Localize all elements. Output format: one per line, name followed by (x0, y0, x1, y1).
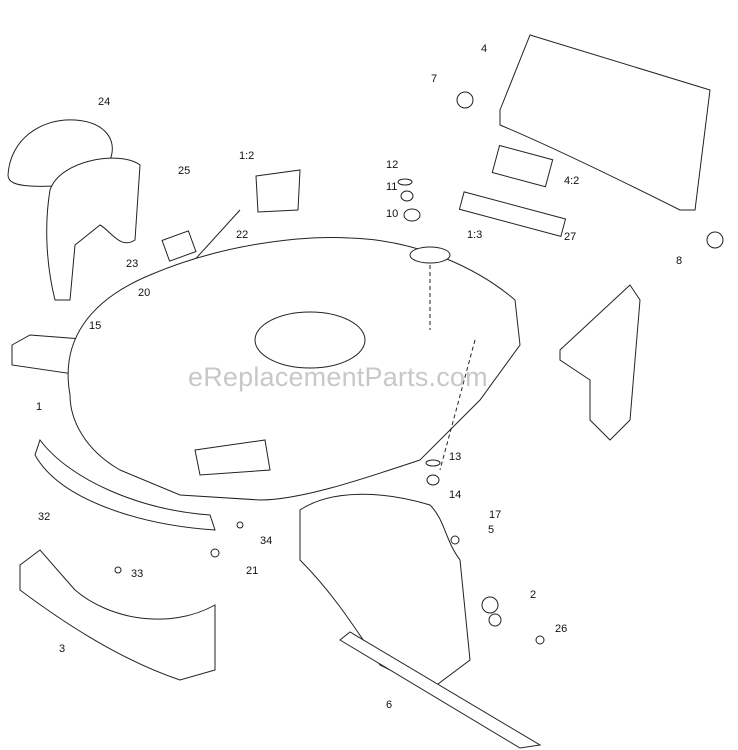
callout-label: 27 (564, 231, 577, 243)
callout-label: 8 (676, 255, 683, 267)
part-4-2-decal (491, 144, 554, 188)
callout-label: 3 (59, 643, 66, 655)
deck-chute-opening (194, 439, 271, 476)
callout-label: 34 (260, 535, 273, 547)
part-1-3-adapter (409, 246, 451, 264)
part-32-bumper (34, 438, 216, 531)
callout-label: 22 (236, 229, 249, 241)
watermark: eReplacementParts.com (188, 362, 488, 392)
part-2-bushing (481, 596, 499, 614)
part-10-spring (403, 208, 421, 222)
callout-label: 1:3 (467, 229, 483, 241)
callout-label: 20 (138, 287, 151, 299)
part-33-screw (114, 566, 122, 574)
callout-label: 33 (131, 568, 144, 580)
rear-chute (299, 493, 471, 691)
callout-label: 26 (555, 623, 568, 635)
part-34-screw (236, 521, 244, 529)
callout-label: 5 (488, 524, 495, 536)
callout-label: 4:2 (564, 175, 580, 187)
callout-label: 2 (530, 589, 537, 601)
callout-label: 23 (126, 258, 139, 270)
callout-label: 4 (481, 43, 488, 55)
callout-label: 6 (386, 699, 393, 711)
part-23-spring (161, 230, 197, 262)
handle-bracket (559, 284, 641, 441)
callout-label: 12 (386, 159, 399, 171)
part-17-bolt (450, 535, 460, 545)
part-1-2-decal (255, 169, 301, 213)
callout-label: 17 (489, 509, 502, 521)
callout-label: 13 (449, 451, 462, 463)
callout-label: 1:2 (239, 150, 255, 162)
part-3-skirt (19, 549, 216, 681)
callout-label: 25 (178, 165, 191, 177)
callout-label: 14 (449, 489, 462, 501)
callout-label: 7 (431, 73, 438, 85)
part-21-screw (210, 548, 220, 558)
callout-label: 32 (38, 511, 51, 523)
callout-label: 10 (386, 208, 399, 220)
part-27-bar (458, 191, 567, 238)
part-7-spring (456, 91, 474, 109)
part-14-nut (426, 474, 440, 486)
callout-label: 24 (98, 96, 111, 108)
part-8-spring (706, 231, 724, 249)
deck-motor-opening (254, 311, 366, 369)
part-12-washer (397, 178, 413, 186)
part-4-door (499, 34, 711, 211)
part-13-washer (425, 459, 441, 467)
part-25-shield (46, 157, 141, 301)
callout-label: 1 (36, 401, 43, 413)
part-11-nut (400, 190, 414, 202)
part-6-flap (339, 631, 542, 749)
callout-label: 15 (89, 320, 102, 332)
callout-label: 21 (246, 565, 259, 577)
callout-label: 11 (386, 181, 398, 193)
part-26-bolt (535, 635, 545, 645)
part-22-rod (189, 209, 241, 266)
